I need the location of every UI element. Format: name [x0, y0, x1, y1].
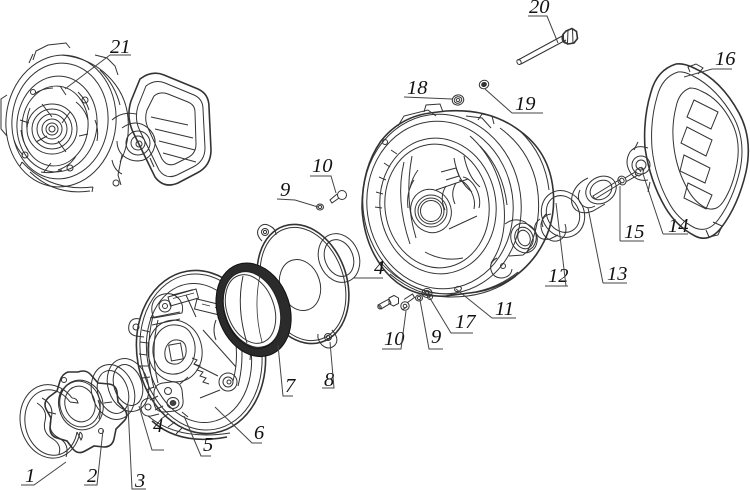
svg-text:17: 17: [455, 311, 476, 333]
svg-text:3: 3: [134, 470, 145, 490]
svg-text:7: 7: [285, 375, 296, 397]
svg-text:9: 9: [280, 179, 290, 201]
svg-text:21: 21: [110, 36, 131, 58]
svg-text:16: 16: [715, 48, 736, 70]
svg-text:18: 18: [407, 77, 428, 99]
svg-text:2: 2: [87, 465, 97, 487]
svg-text:6: 6: [254, 422, 265, 444]
svg-text:8: 8: [324, 369, 335, 391]
svg-text:13: 13: [607, 263, 628, 285]
svg-text:20: 20: [529, 0, 550, 18]
svg-text:15: 15: [624, 221, 645, 243]
svg-text:11: 11: [495, 298, 514, 320]
svg-text:1: 1: [25, 465, 35, 487]
svg-text:4: 4: [153, 415, 163, 437]
svg-text:9: 9: [431, 326, 441, 348]
svg-text:10: 10: [384, 328, 405, 350]
svg-text:10: 10: [312, 155, 333, 177]
svg-text:19: 19: [515, 93, 536, 115]
svg-text:12: 12: [548, 265, 569, 287]
svg-text:5: 5: [203, 434, 213, 456]
svg-text:4: 4: [374, 257, 384, 279]
